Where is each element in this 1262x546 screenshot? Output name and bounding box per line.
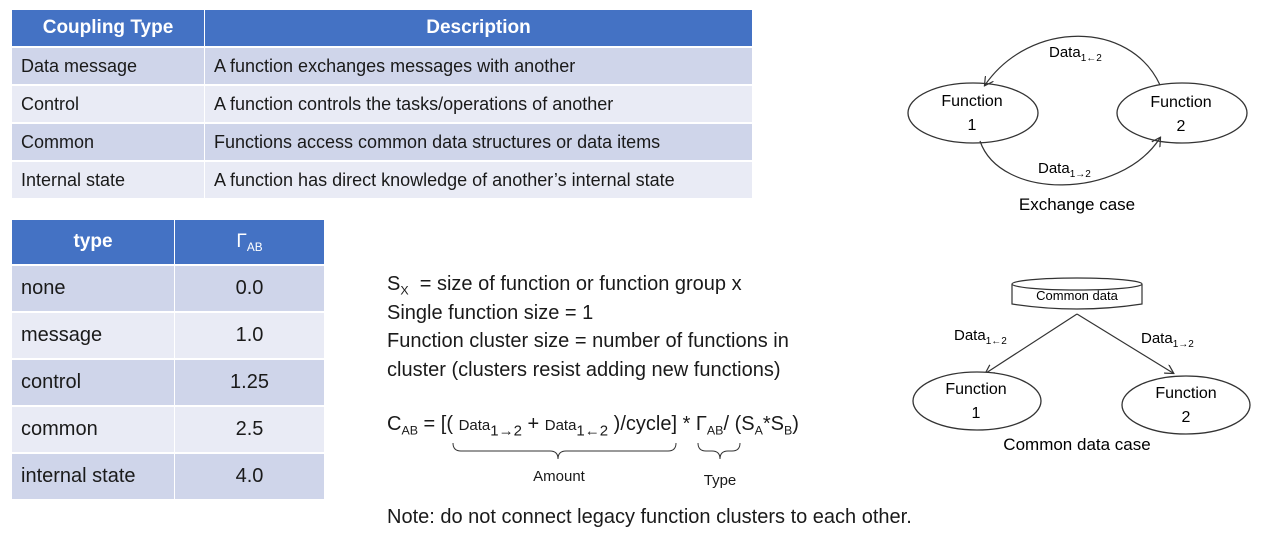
function-2-label: Function [1155,385,1216,402]
amount-label: Amount [533,468,586,485]
table-row: Control A function controls the tasks/op… [12,86,752,122]
formula-close: ) [792,413,799,435]
database-icon [1011,277,1143,310]
type-cell: control [12,360,175,405]
function-2-node [1116,82,1248,144]
note-text: Note: do not connect legacy function clu… [387,506,912,528]
description-cell: Functions access common data structures … [205,124,752,160]
table-row: Data message A function exchanges messag… [12,48,752,84]
table-row: Common Functions access common data stru… [12,124,752,160]
table-row: message 1.0 [12,313,324,358]
header-gamma: ΓAB [175,220,324,264]
table-row: control 1.25 [12,360,324,405]
formula-c-sub: AB [401,423,418,438]
gamma-symbol: Γ [236,231,247,252]
function-2-node [1121,375,1251,435]
formula-eq-open: = [( [417,413,459,435]
formula-plus: + [521,413,545,435]
header-coupling-type: Coupling Type [12,10,205,46]
gamma-value-cell: 2.5 [175,407,324,452]
function-2-label: Function [1150,94,1211,111]
formula-data-back: Data [544,417,577,434]
exchange-case-caption: Exchange case [1019,195,1135,214]
function-2-number: 2 [1182,409,1191,426]
gamma-value-cell: 4.0 [175,454,324,499]
formula-data-fwd-sub: 1→2 [490,422,522,440]
formula-div: / (S [723,413,755,435]
type-cell: internal state [12,454,175,499]
single-function-size: Single function size = 1 [387,301,594,324]
coupling-table-header: Coupling Type Description [12,10,752,46]
type-cell: common [12,407,175,452]
sx-subscript: X [400,283,409,298]
formula-data-fwd: Data [458,417,491,434]
coupling-formula: CAB = [( Data1→2 + Data1←2 )/cycle] * ΓA… [387,413,799,440]
table-row: internal state 4.0 [12,454,324,499]
formula-gamma-sub: AB [706,423,724,438]
data-left-label: Data1←2 [954,327,1007,347]
description-cell: A function has direct knowledge of anoth… [205,162,752,198]
function-1-node [912,371,1042,431]
header-type: type [12,220,175,264]
coupling-type-cell: Common [12,124,205,160]
gamma-table-header: type ΓAB [12,220,324,264]
size-definition: SX = size of function or function group … [387,270,857,299]
formula-sb-sub: B [783,423,793,438]
coupling-type-table: Coupling Type Description Data message A… [12,8,752,200]
function-2-number: 2 [1177,118,1186,135]
type-cell: none [12,266,175,311]
formula-data-back-sub: 1←2 [576,422,609,440]
function-1-number: 1 [972,405,981,422]
definitions-block: SX = size of function or function group … [387,270,857,384]
type-label: Type [704,472,737,489]
type-cell: message [12,313,175,358]
header-description: Description [205,10,752,46]
data-bottom-label: Data1→2 [1038,160,1091,180]
gamma-subscript: AB [246,241,263,255]
coupling-type-cell: Internal state [12,162,205,198]
coupling-type-cell: Data message [12,48,205,84]
gamma-value-cell: 0.0 [175,266,324,311]
type-brace [697,442,741,460]
coupling-weight-table: type ΓAB none 0.0 message 1.0 control 1.… [12,218,324,501]
common-data-case-caption: Common data case [1003,435,1150,454]
data-right-label: Data1→2 [1141,330,1194,350]
formula-c: C [387,413,402,435]
table-row: common 2.5 [12,407,324,452]
arrow-to-function-1 [986,313,1078,373]
function-1-node [907,82,1039,144]
data-top-label: Data1←2 [1049,44,1102,64]
amount-brace [452,442,677,460]
formula-braces: Amount Type [452,442,741,489]
sx-text: = size of function or function group x [408,273,742,295]
formula-sa-sub: A [754,423,763,438]
formula-cycle: )/cycle] * [608,413,696,435]
arrow-2-to-1 [985,35,1161,85]
function-1-label: Function [945,381,1006,398]
gamma-value-cell: 1.0 [175,313,324,358]
cluster-size-line2: cluster (clusters resist adding new func… [387,358,781,381]
description-cell: A function exchanges messages with anoth… [205,48,752,84]
sx-symbol: S [387,273,401,295]
cluster-size-line1: Function cluster size = number of functi… [387,330,789,352]
description-cell: A function controls the tasks/operations… [205,86,752,122]
formula-star: *S [762,413,784,435]
exchange-case-diagram: Function 1 Function 2 Data1←2 Data1→2 Ex… [907,35,1248,214]
coupling-type-cell: Control [12,86,205,122]
arrow-1-to-2 [979,138,1160,186]
gamma-value-cell: 1.25 [175,360,324,405]
table-row: Internal state A function has direct kno… [12,162,752,198]
table-row: none 0.0 [12,266,324,311]
arrow-to-function-2 [1076,313,1173,373]
common-data-case-diagram: Common data Data1←2 Data1→2 Function 1 F… [912,277,1251,454]
common-data-label: Common data [1036,288,1118,303]
formula-gamma: Γ [695,413,707,435]
function-1-label: Function [941,93,1002,110]
function-1-number: 1 [968,117,977,134]
